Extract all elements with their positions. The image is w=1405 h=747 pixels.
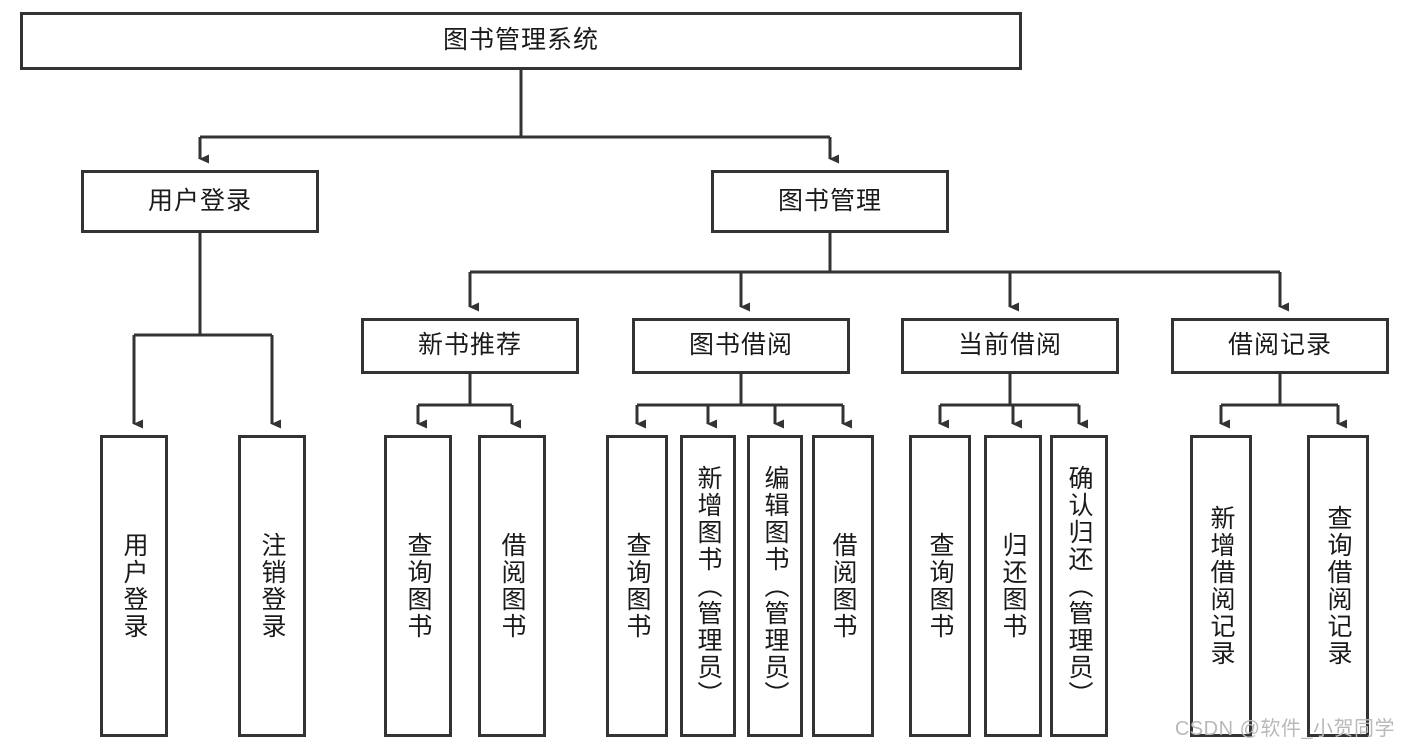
- node-label: 图书管理系统: [442, 26, 599, 55]
- node-leaf-edit-book[interactable]: 编辑图书（管理员）: [747, 435, 803, 737]
- node-login[interactable]: 用户登录: [81, 170, 319, 233]
- node-leaf-user-login[interactable]: 用户登录: [100, 435, 168, 737]
- node-current[interactable]: 当前借阅: [901, 318, 1119, 374]
- node-borrow[interactable]: 图书借阅: [632, 318, 850, 374]
- node-root[interactable]: 图书管理系统: [20, 12, 1022, 70]
- node-leaf-add-book[interactable]: 新增图书（管理员）: [680, 435, 736, 737]
- node-label: 借阅图书: [498, 532, 526, 640]
- node-label: 新增借阅记录: [1207, 505, 1235, 667]
- node-leaf-add-record[interactable]: 新增借阅记录: [1190, 435, 1252, 737]
- node-label: 查询图书: [623, 532, 651, 640]
- node-label: 确认归还（管理员）: [1065, 464, 1093, 708]
- node-leaf-query-record[interactable]: 查询借阅记录: [1307, 435, 1369, 737]
- node-label: 当前借阅: [957, 331, 1062, 360]
- csdn-watermark: CSDN @软件_小贺同学: [1174, 718, 1395, 740]
- node-records[interactable]: 借阅记录: [1171, 318, 1389, 374]
- node-label: 查询图书: [404, 532, 432, 640]
- node-bookmgmt[interactable]: 图书管理: [711, 170, 949, 233]
- node-label: 编辑图书（管理员）: [761, 464, 789, 708]
- node-label: 借阅图书: [829, 532, 857, 640]
- node-label: 新增图书（管理员）: [694, 464, 722, 708]
- node-leaf-confirm-return[interactable]: 确认归还（管理员）: [1050, 435, 1108, 737]
- node-label: 用户登录: [120, 532, 148, 640]
- node-label: 归还图书: [999, 532, 1027, 640]
- node-leaf-borrow-book-2[interactable]: 借阅图书: [812, 435, 874, 737]
- node-label: 借阅记录: [1227, 331, 1332, 360]
- node-leaf-query-book-1[interactable]: 查询图书: [384, 435, 452, 737]
- node-leaf-borrow-book-1[interactable]: 借阅图书: [478, 435, 546, 737]
- node-label: 图书管理: [777, 186, 882, 215]
- node-label: 用户登录: [147, 186, 252, 215]
- node-leaf-query-book-2[interactable]: 查询图书: [606, 435, 668, 737]
- node-newbook[interactable]: 新书推荐: [361, 318, 579, 374]
- node-label: 查询借阅记录: [1324, 505, 1352, 667]
- node-label: 注销登录: [258, 532, 286, 640]
- node-label: 图书借阅: [688, 331, 793, 360]
- node-label: 查询图书: [926, 532, 954, 640]
- node-label: 新书推荐: [417, 331, 522, 360]
- node-leaf-return-book[interactable]: 归还图书: [984, 435, 1042, 737]
- node-leaf-query-book-3[interactable]: 查询图书: [909, 435, 971, 737]
- node-leaf-user-logout[interactable]: 注销登录: [238, 435, 306, 737]
